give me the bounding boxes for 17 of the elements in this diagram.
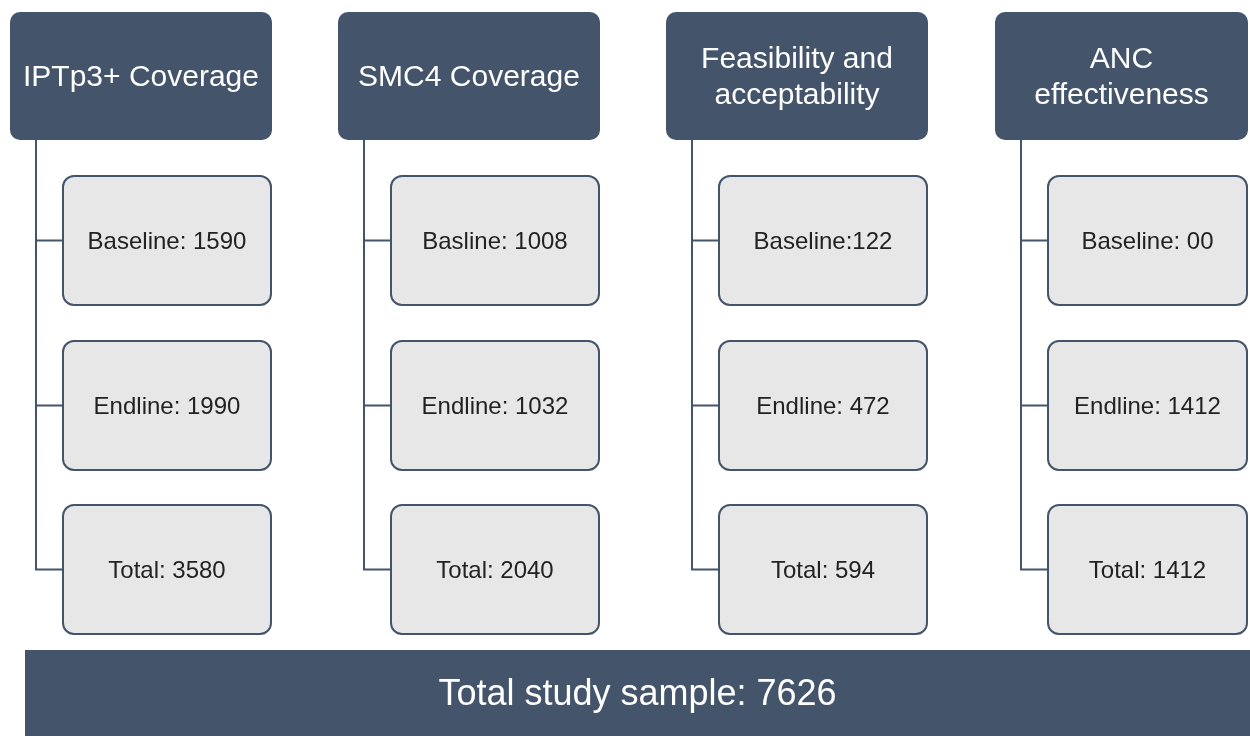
count-box: Total: 3580 [62,504,272,635]
category-header: ANC effectiveness [995,12,1248,140]
total-banner: Total study sample: 7626 [25,650,1250,736]
count-box: Baseline: 1590 [62,175,272,306]
count-box: Total: 1412 [1047,504,1248,635]
count-box: Endline: 472 [718,340,928,471]
count-box: Endline: 1990 [62,340,272,471]
count-box: Total: 2040 [390,504,600,635]
category-header: SMC4 Coverage [338,12,600,140]
count-box: Baseline:122 [718,175,928,306]
category-header: Feasibility and acceptability [666,12,928,140]
count-box: Endline: 1032 [390,340,600,471]
count-box: Baseline: 00 [1047,175,1248,306]
count-box: Endline: 1412 [1047,340,1248,471]
category-header: IPTp3+ Coverage [10,12,272,140]
count-box: Total: 594 [718,504,928,635]
count-box: Basline: 1008 [390,175,600,306]
